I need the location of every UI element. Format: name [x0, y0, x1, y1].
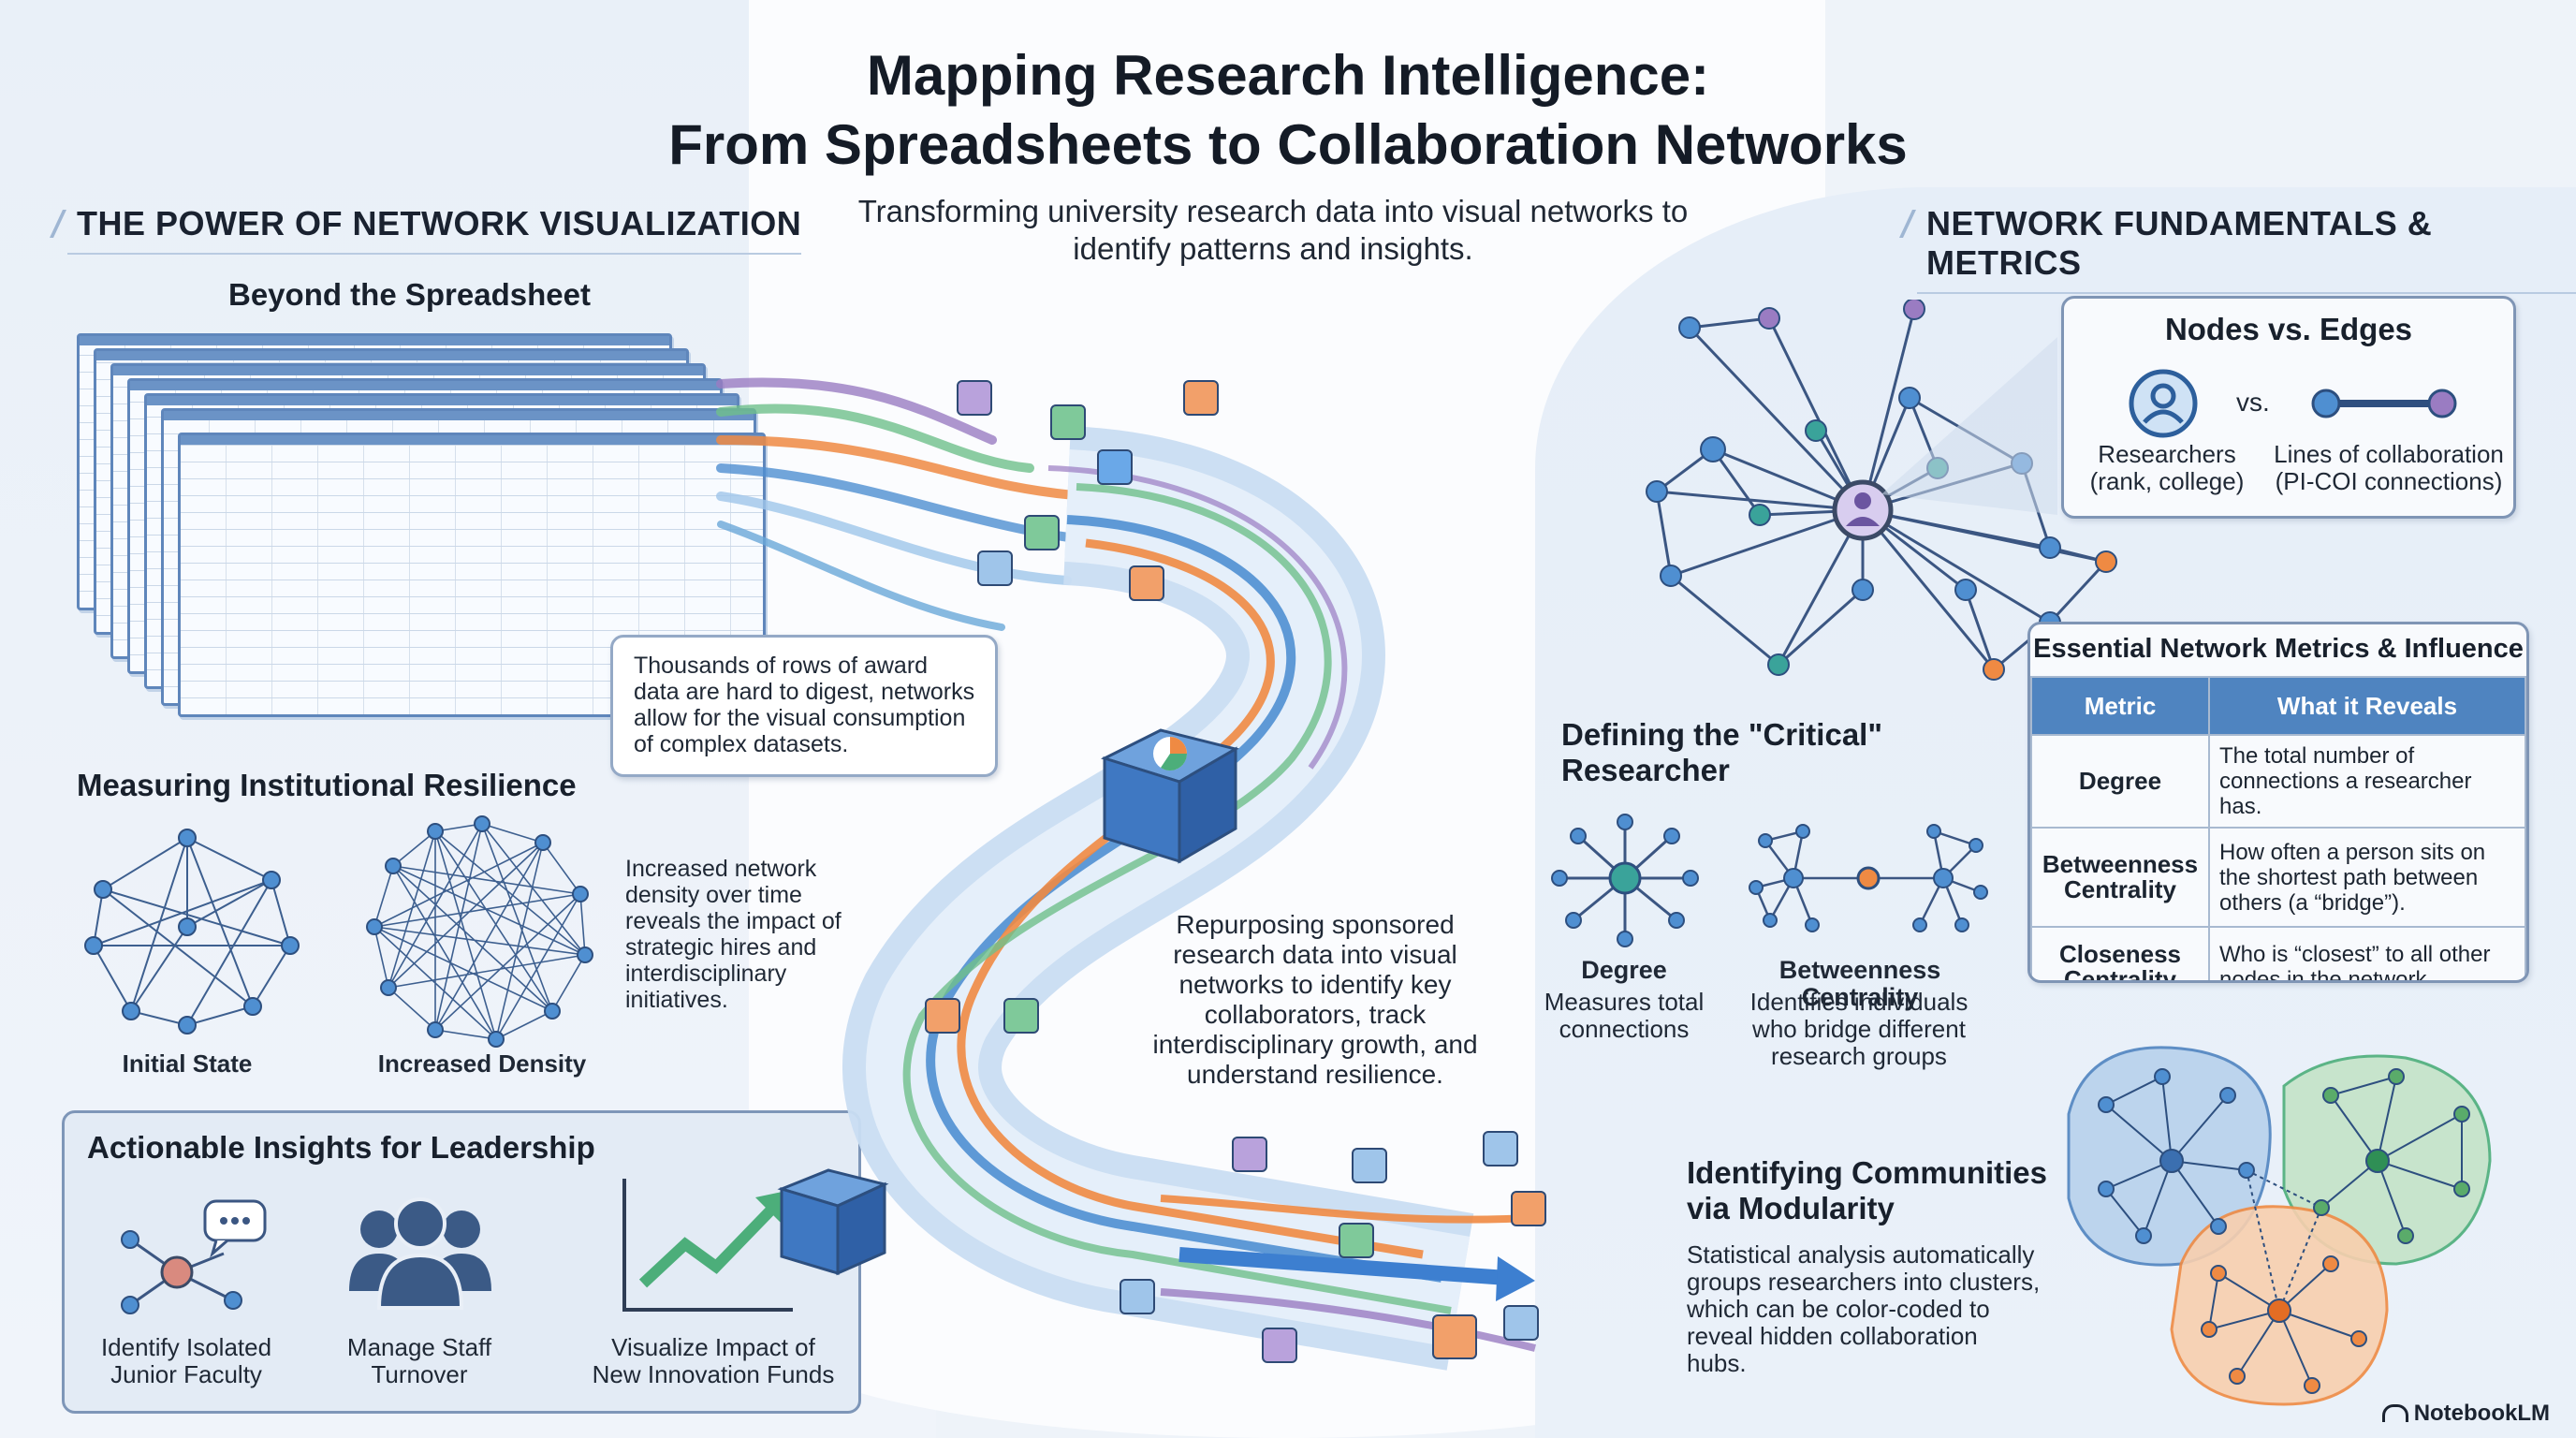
metrics-header-reveals: What it Reveals — [2208, 676, 2526, 736]
metrics-title: Essential Network Metrics & Influence — [2033, 634, 2524, 664]
page-subtitle: Transforming university research data in… — [857, 194, 1689, 266]
data-flow-ribbon — [716, 377, 1545, 1371]
metrics-table: Metric What it Reveals Degree The total … — [2030, 676, 2526, 980]
insight-label-3: Visualize Impact of New Innovation Funds — [592, 1333, 835, 1388]
metric-name: Betweenness Centrality — [2030, 827, 2210, 928]
degree-network — [1551, 814, 1699, 947]
data-tile-icon — [1483, 1131, 1518, 1167]
degree-title: Degree — [1581, 956, 1667, 984]
notebooklm-logo-text: NotebookLM — [2413, 1401, 2550, 1426]
data-tile-icon — [1339, 1223, 1374, 1258]
data-tile-icon — [1050, 404, 1086, 440]
data-tile-icon — [1503, 1305, 1539, 1341]
data-tile-icon — [925, 998, 960, 1034]
notebooklm-logo: NotebookLM — [2381, 1401, 2550, 1427]
data-tile-icon — [977, 550, 1013, 586]
metric-name: Degree — [2030, 734, 2210, 829]
initial-state-network — [84, 829, 300, 1034]
critical-heading: Defining the "Critical" Researcher — [1561, 717, 1882, 787]
hub-researcher-icon — [1832, 479, 1894, 541]
data-tile-icon — [1511, 1191, 1546, 1226]
data-tile-icon — [957, 380, 992, 416]
isolated-node-chat-icon — [121, 1199, 267, 1314]
metrics-card: Essential Network Metrics & Influence Me… — [2027, 622, 2529, 983]
data-tile-icon — [1262, 1328, 1297, 1363]
spreadsheet-heading: Beyond the Spreadsheet — [228, 277, 591, 312]
right-section-title: NETWORK FUNDAMENTALS & METRICS — [1917, 204, 2576, 294]
title-line-1: Mapping Research Intelligence: — [866, 44, 1710, 107]
staff-group-icon — [349, 1197, 491, 1310]
edges-label: Lines of collaboration (PI-COI connectio… — [2274, 440, 2504, 495]
page-title: Mapping Research Intelligence: From Spre… — [0, 41, 2576, 180]
initial-state-label: Initial State — [122, 1049, 253, 1078]
data-tile-icon — [1432, 1314, 1477, 1359]
data-tile-icon — [1232, 1137, 1267, 1172]
insights-heading: Actionable Insights for Leadership — [87, 1130, 595, 1165]
flow-description: Repurposing sponsored research data into… — [1152, 910, 1478, 1089]
metric-reveals: How often a person sits on the shortest … — [2208, 827, 2526, 928]
metric-name: Closeness Centrality — [2030, 926, 2210, 980]
notebooklm-logo-icon — [2381, 1404, 2408, 1422]
data-tile-icon — [1352, 1148, 1387, 1183]
betweenness-text: Identifies individuals who bridge differ… — [1749, 988, 1969, 1070]
title-line-2: From Spreadsheets to Collaboration Netwo… — [668, 113, 1908, 176]
left-section-title: THE POWER OF NETWORK VISUALIZATION — [66, 204, 802, 255]
community-clusters — [2067, 1046, 2492, 1406]
metric-reveals: Who is “closest” to all other nodes in t… — [2208, 926, 2526, 980]
edge-line-icon — [2311, 389, 2457, 418]
degree-text: Measures total connections — [1544, 988, 1705, 1043]
insight-label-1: Identify Isolated Junior Faculty — [100, 1333, 272, 1388]
increased-density-network — [366, 815, 593, 1048]
metric-reveals: The total number of connections a resear… — [2208, 734, 2526, 829]
communities-text: Statistical analysis automatically group… — [1687, 1240, 2041, 1377]
insight-label-2: Manage Staff Turnover — [346, 1333, 492, 1388]
nodes-edges-card: Nodes vs. Edges vs. Researchers (rank, c… — [2061, 296, 2516, 519]
metrics-header-row: Metric What it Reveals — [2030, 676, 2526, 736]
table-row: Degree The total number of connections a… — [2030, 734, 2526, 829]
data-tile-icon — [1003, 998, 1039, 1034]
insights-panel: Actionable Insights for Leadership Ident… — [62, 1110, 861, 1414]
insight-staff-turnover — [345, 1197, 495, 1319]
metrics-header-metric: Metric — [2030, 676, 2210, 736]
spreadsheet-callout: Thousands of rows of award data are hard… — [610, 635, 998, 777]
data-tile-icon — [1183, 380, 1219, 416]
researcher-node-icon — [2129, 369, 2198, 438]
data-tile-icon — [1120, 1279, 1155, 1314]
hub-network — [1646, 300, 2117, 681]
nodes-label: Researchers (rank, college) — [2089, 440, 2245, 495]
data-tile-icon — [1024, 515, 1060, 550]
resilience-heading: Measuring Institutional Resilience — [77, 768, 577, 802]
spreadsheet-callout-text: Thousands of rows of award data are hard… — [634, 653, 975, 757]
insight-isolated-faculty — [93, 1188, 280, 1319]
data-tile-icon — [1097, 449, 1133, 485]
nodes-edges-title: Nodes vs. Edges — [2164, 312, 2413, 346]
resilience-text: Increased network density over time reve… — [625, 856, 842, 1013]
table-row: Closeness Centrality Who is “closest” to… — [2030, 926, 2526, 980]
betweenness-network — [1749, 824, 1988, 932]
communities-heading: Identifying Communities via Modularity — [1687, 1155, 2048, 1225]
increased-density-label: Increased Density — [377, 1049, 587, 1078]
data-tile-icon — [1129, 565, 1164, 601]
vs-label: vs. — [2236, 388, 2270, 417]
table-row: Betweenness Centrality How often a perso… — [2030, 827, 2526, 928]
spreadsheet-front — [178, 433, 766, 717]
betweenness-title: Betweenness Centrality — [1778, 956, 1941, 1011]
